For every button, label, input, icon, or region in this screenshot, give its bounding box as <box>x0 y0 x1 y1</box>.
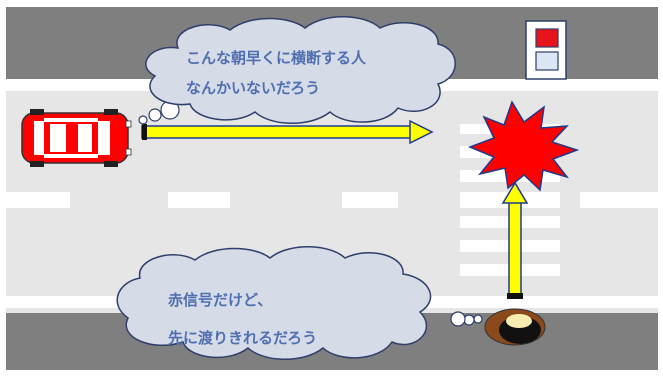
center-lane-dashes <box>6 192 658 208</box>
thought-dot <box>148 108 162 122</box>
thought-dot <box>473 314 483 324</box>
signal-red-lamp <box>535 28 559 48</box>
traffic-light-icon <box>525 20 567 80</box>
pedestrian-thought-bubble <box>116 246 483 360</box>
thought-dot <box>138 115 148 125</box>
car-top-view-icon <box>21 109 132 167</box>
signal-off-lamp <box>535 51 559 71</box>
thought-dot <box>450 311 466 327</box>
pedestrian-thought-line2: 先に渡りきれるだろう <box>168 329 317 347</box>
driver-thought-bubble <box>138 16 456 125</box>
lane-dash <box>6 192 70 208</box>
pedestrian-direction-arrow <box>501 181 529 299</box>
lane-dash <box>168 192 230 208</box>
pedestrian-top-view-icon <box>484 308 546 346</box>
car-direction-arrow <box>141 119 434 145</box>
lane-dash <box>342 192 398 208</box>
driver-thought-line2: なんかいないだろう <box>186 79 320 97</box>
collision-burst-icon <box>467 100 580 192</box>
pedestrian-thought-line1: 赤信号だけど、 <box>168 291 272 309</box>
driver-thought-line1: こんな朝早くに横断する人 <box>186 49 367 67</box>
lane-dash <box>580 192 658 208</box>
